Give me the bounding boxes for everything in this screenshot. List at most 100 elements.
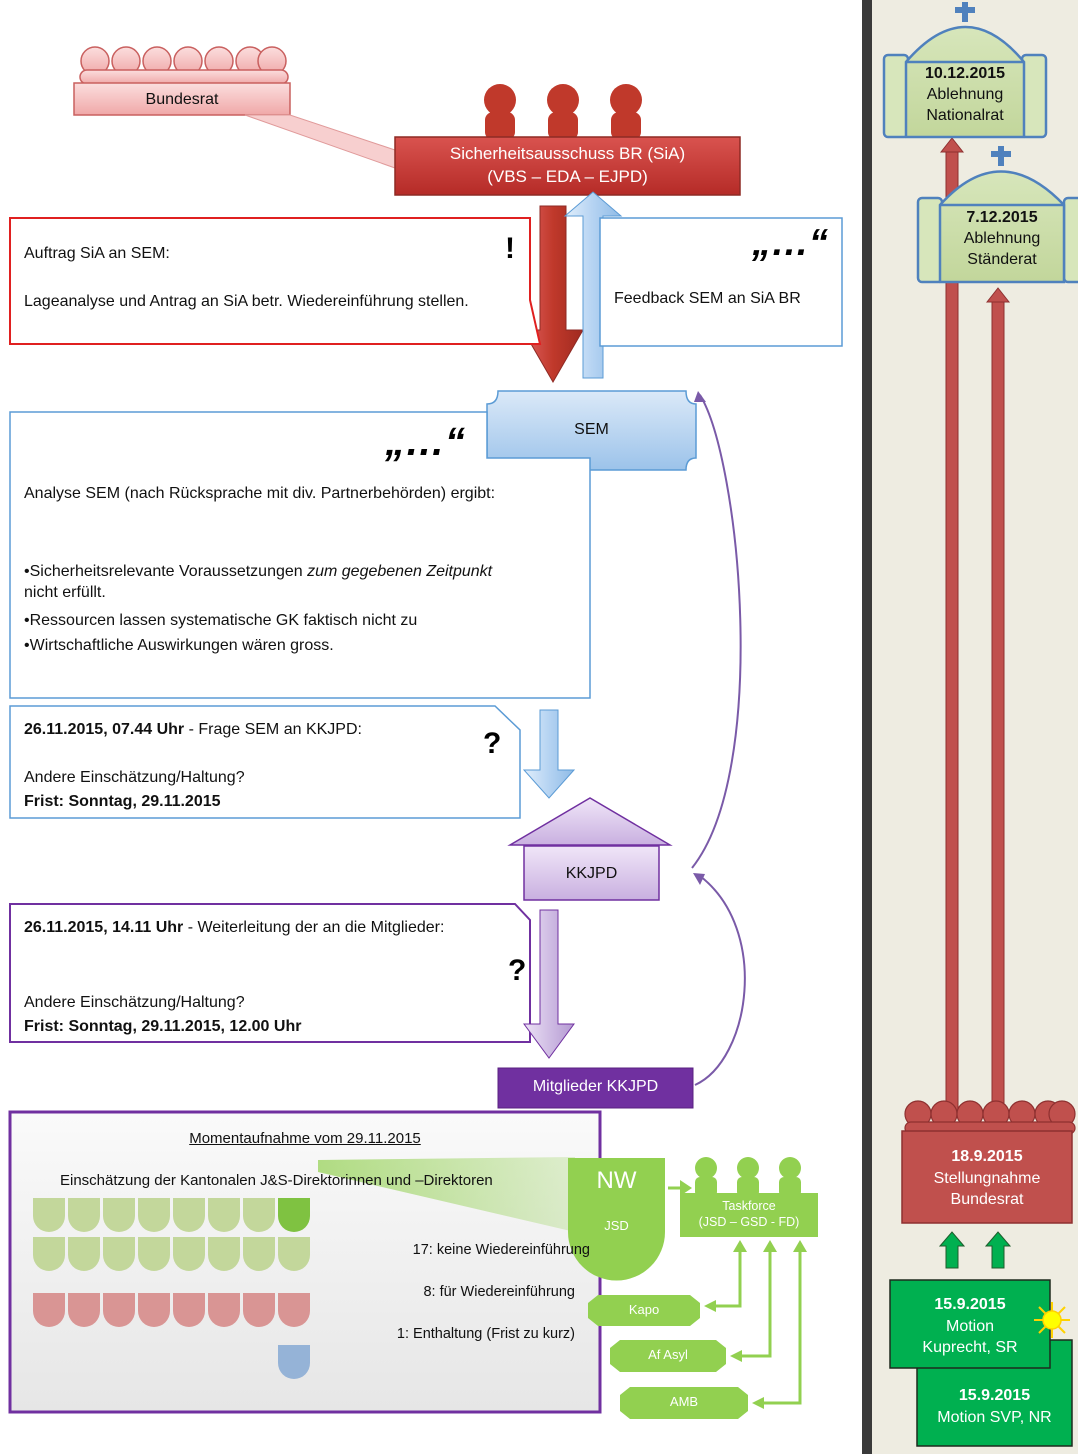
auftrag-title: Auftrag SiA an SEM: <box>24 245 170 262</box>
vote-tile-fuer <box>173 1293 205 1327</box>
vote-tile-keine <box>68 1237 100 1271</box>
analyse-bullet-3: •Wirtschaftliche Auswirkungen wären gros… <box>24 637 334 654</box>
vote-tile-fuer <box>278 1293 310 1327</box>
vote-tile-nw <box>278 1198 310 1232</box>
vote-tile-keine <box>208 1198 240 1232</box>
vote-tile-keine <box>173 1198 205 1232</box>
vote-tile-keine <box>138 1237 170 1271</box>
vote-tile-keine <box>243 1237 275 1271</box>
mitglieder-label: Mitglieder KKJPD <box>532 1078 659 1095</box>
vote-tile-fuer <box>243 1293 275 1327</box>
bundesrat-callout-tail <box>244 114 396 169</box>
nw-label: NW <box>596 1167 637 1194</box>
green-up-arrow-1 <box>938 1231 966 1269</box>
bundesrat-label: Bundesrat <box>145 91 219 108</box>
vote-tile-keine <box>243 1198 275 1232</box>
projection-wedge <box>318 1157 575 1232</box>
sia-box-text: Sicherheitsausschuss BR (SiA) (VBS – EDA… <box>395 143 740 189</box>
mitglieder-box <box>497 1067 694 1109</box>
kapo-tag <box>588 1295 700 1326</box>
amb-label: AMB <box>669 1394 699 1409</box>
vote-tile-fuer <box>208 1293 240 1327</box>
mitglieder-to-kkjpd-arrowhead <box>693 873 705 885</box>
vote-tile-keine <box>173 1237 205 1271</box>
sem-box <box>486 390 697 471</box>
question-icon-2: ? <box>508 954 527 987</box>
kkjpd-box <box>523 845 660 901</box>
vote-tile-fuer <box>68 1293 100 1327</box>
frage-question: Andere Einschätzung/Haltung? <box>24 769 245 786</box>
staenderat-building <box>916 170 1078 284</box>
taskforce-people <box>695 1157 801 1197</box>
vote-tile-enthaltung <box>278 1345 310 1379</box>
vote-tile-keine <box>68 1198 100 1232</box>
afasyl-tag <box>610 1340 726 1372</box>
vote-tile-keine <box>138 1198 170 1232</box>
vote-tile-fuer <box>138 1293 170 1327</box>
weiter-callout <box>9 903 531 1043</box>
frage-header: 26.11.2015, 07.44 Uhr - Frage SEM an KKJ… <box>24 721 362 738</box>
weiter-question: Andere Einschätzung/Haltung? <box>24 994 245 1011</box>
vote-tile-keine <box>278 1237 310 1271</box>
arrow-to-staenderat <box>991 299 1005 1111</box>
analyse-bullet-1: •Sicherheitsrelevante Voraussetzungen zu… <box>24 563 493 601</box>
weiter-deadline: Frist: Sonntag, 29.11.2015, 12.00 Uhr <box>24 1018 302 1035</box>
tag-arrowheads <box>704 1240 807 1409</box>
moment-subtitle: Einschätzung der Kantonalen J&S-Direktor… <box>60 1172 493 1189</box>
frage-callout <box>9 705 521 819</box>
kkjpd-roof <box>507 797 673 846</box>
blue-up-arrow <box>563 191 623 379</box>
taskforce-text: Taskforce (JSD – GSD - FD) <box>698 1199 800 1230</box>
votes-grid <box>33 1198 310 1379</box>
analyse-intro: Analyse SEM (nach Rücksprache mit div. P… <box>24 485 496 502</box>
sia-people <box>484 84 642 140</box>
feedback-text: Feedback SEM an SiA BR <box>614 290 801 307</box>
vote-tile-fuer <box>103 1293 135 1327</box>
vote-tile-keine <box>33 1198 65 1232</box>
kapo-label: Kapo <box>628 1302 660 1317</box>
stat-keine: 17: keine Wiedereinführung <box>412 1242 590 1258</box>
motion-nr-text: 15.9.2015 Motion SVP, NR <box>937 1387 1052 1426</box>
stat-fuer: 8: für Wiedereinführung <box>423 1284 575 1300</box>
sia-members: (VBS – EDA – EJPD) <box>487 166 648 186</box>
stellungnahme-people <box>904 1100 1076 1135</box>
analyse-bullet-2: •Ressourcen lassen systematische GK fakt… <box>24 612 418 629</box>
stellungnahme-box <box>901 1130 1073 1224</box>
sem-label: SEM <box>574 421 609 438</box>
auftrag-callout <box>9 217 542 345</box>
tag-connectors <box>712 1248 802 1405</box>
moment-title: Momentaufnahme vom 29.11.2015 <box>189 1130 421 1147</box>
weiter-header: 26.11.2015, 14.11 Uhr - Weiterleitung de… <box>24 919 445 936</box>
vote-tile-keine <box>103 1198 135 1232</box>
staenderat-text: 7.12.2015 Ablehnung Ständerat <box>963 209 1041 268</box>
vote-tile-keine <box>208 1237 240 1271</box>
nw-shield <box>568 1158 665 1281</box>
purple-down-arrow <box>523 909 575 1059</box>
nationalrat-text: 10.12.2015 Ablehnung Nationalrat <box>924 65 1006 124</box>
green-up-arrow-2 <box>984 1231 1012 1269</box>
vote-tile-fuer <box>33 1293 65 1327</box>
analyse-callout <box>9 411 591 699</box>
mitglieder-to-kkjpd-curve <box>694 875 746 1086</box>
exclamation-icon: ! <box>505 232 515 265</box>
red-down-arrow <box>522 205 584 384</box>
bundesrat-people <box>79 46 289 85</box>
kkjpd-to-sem-arrowhead <box>694 391 706 402</box>
vote-tile-keine <box>33 1237 65 1271</box>
sia-box <box>394 136 741 196</box>
bundesrat-box <box>73 82 291 116</box>
kkjpd-to-sem-curve <box>691 394 742 869</box>
feedback-callout <box>599 217 843 347</box>
sia-title: Sicherheitsausschuss BR (SiA) <box>449 144 686 163</box>
nationalrat-building <box>882 25 1048 139</box>
analyse-quote-icon: „…“ <box>385 420 465 464</box>
blue-down-arrow <box>522 709 576 799</box>
nw-sub: JSD <box>604 1218 629 1233</box>
question-icon-1: ? <box>483 727 502 760</box>
motion-sr-box <box>889 1279 1051 1369</box>
kkjpd-label: KKJPD <box>565 865 618 882</box>
amb-tag <box>620 1387 748 1419</box>
arrow-to-nationalrat <box>945 149 959 1111</box>
frage-deadline: Frist: Sonntag, 29.11.2015 <box>24 793 221 810</box>
